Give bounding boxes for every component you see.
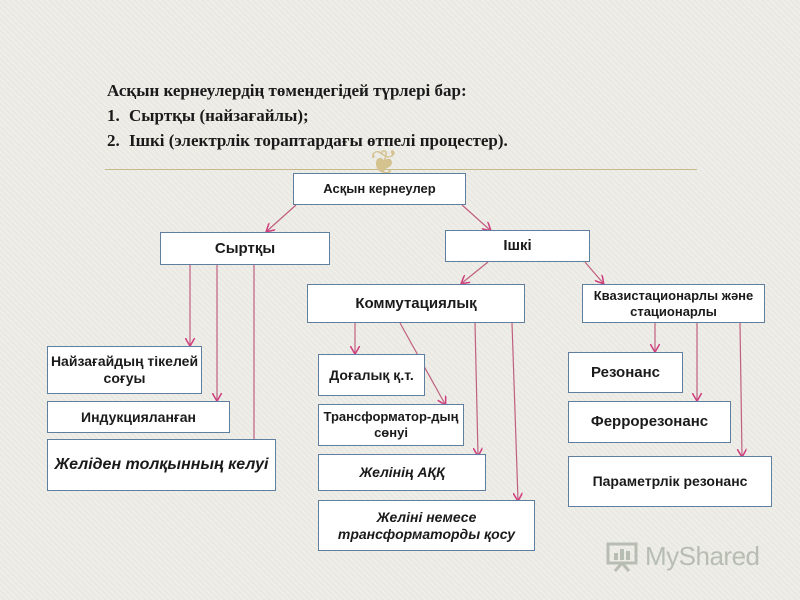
node-commutation: Коммутациялық [307,284,525,323]
arrow-root-internal [461,204,490,230]
node-ferroresonance: Феррорезонанс [568,401,731,443]
divider-line [105,169,697,170]
node-root: Асқын кернеулер [293,173,466,205]
presentation-icon [606,542,638,572]
node-transformer-off: Трансформатор-дың сөнуі [318,404,464,446]
arrow-quasi-param [740,322,742,456]
arrow-root-external [267,204,297,231]
node-param-resonance: Параметрлік резонанс [568,456,772,507]
node-arc: Доғалық қ.т. [318,354,425,396]
node-internal: Ішкі [445,230,590,262]
node-induced: Индукцияланған [47,401,230,433]
node-resonance: Резонанс [568,352,683,393]
slide-heading: Асқын кернеулердің төмендегідей түрлері … [107,78,707,153]
node-quasi: Квазистационарлы және стационарлы [582,284,765,323]
heading-item-2: 2.Ішкі (электрлік тораптардағы өтпелі пр… [107,131,508,150]
logo-text: MyShared [645,540,760,571]
watermark-logo: MyShared [605,536,765,576]
heading-item-1: 1.Сыртқы (найзағайлы); [107,106,309,125]
node-line-connect: Желіні немесе трансформаторды қосу [318,500,535,551]
heading-title: Асқын кернеулердің төмендегідей түрлері … [107,81,467,100]
arrow-comm-akk [475,322,478,455]
node-external: Сыртқы [160,232,330,265]
arrow-comm-connect [511,322,518,500]
node-line-akk: Желінің АҚҚ [318,454,486,491]
arrow-internal-quasi [584,261,603,283]
arrow-internal-commutation [462,261,489,283]
node-lightning-direct: Найзағайдың тікелей соғуы [47,346,202,394]
node-line-wave: Желіден толқынның келуі [47,439,276,491]
heading-list: 1.Сыртқы (найзағайлы); 2.Ішкі (электрлік… [107,103,707,153]
